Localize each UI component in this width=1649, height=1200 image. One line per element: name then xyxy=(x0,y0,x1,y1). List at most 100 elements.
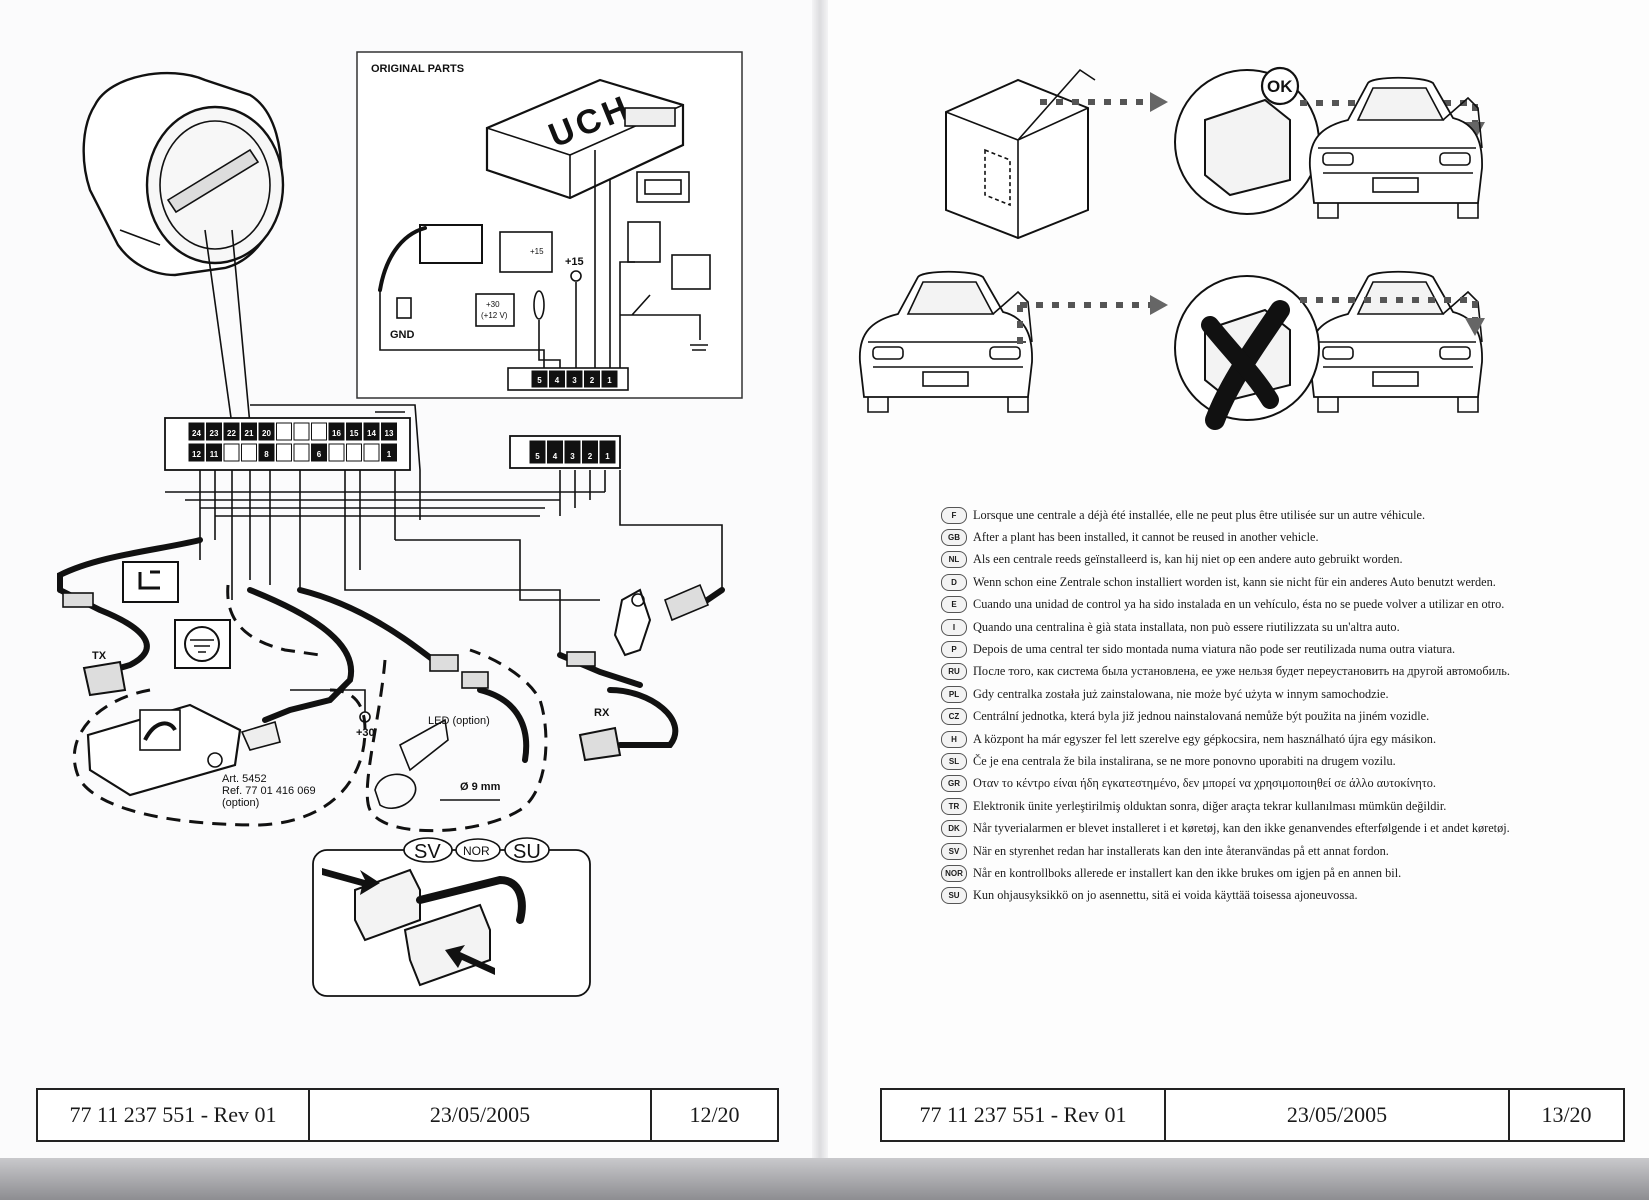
language-code-badge: P xyxy=(941,641,967,659)
plus30-box-line2: (+12 V) xyxy=(481,311,508,320)
book-gutter xyxy=(812,0,828,1158)
footer-doc-number: 77 11 237 551 - Rev 01 xyxy=(882,1090,1166,1140)
language-notice-text: Kun ohjausyksikkö on jo asennettu, sitä … xyxy=(973,888,1358,903)
uch-pin xyxy=(601,370,618,388)
tx-label: TX xyxy=(92,650,107,662)
top-pin-label: 24 xyxy=(192,429,201,438)
wiring-diagram: ORIGINAL PARTS UCH GND +15 +15 +30 (+12 … xyxy=(57,51,743,997)
uch-pin-label: 4 xyxy=(555,376,560,385)
language-code-badge: RU xyxy=(941,663,967,681)
bottom-pin xyxy=(328,443,345,462)
top-pin xyxy=(311,422,327,441)
top-pin xyxy=(206,422,222,441)
harness-lines xyxy=(165,404,723,655)
language-notice-text: Når tyverialarmen er blevet installeret … xyxy=(973,821,1510,836)
original-parts-panel: ORIGINAL PARTS UCH GND +15 +15 +30 (+12 … xyxy=(356,51,743,399)
nordic-instruction-panel: SV NOR SU xyxy=(312,837,591,997)
bottom-pin xyxy=(311,443,327,462)
siren-unit xyxy=(82,71,285,426)
art-line1: Art. 5452 xyxy=(222,773,267,785)
door-switch xyxy=(613,583,710,657)
language-code-badge: SV xyxy=(941,842,967,860)
language-code-badge: SU xyxy=(941,887,967,905)
language-code-badge: D xyxy=(941,573,967,591)
language-notice-row: GR Οταν το κέντρο είναι ήδη εγκατεστημένο… xyxy=(941,773,1601,795)
small-pin-label: 5 xyxy=(535,452,540,461)
top-pin-label: 21 xyxy=(245,429,254,438)
language-notice-text: Als een centrale reeds geïnstalleerd is,… xyxy=(973,552,1403,567)
uch-pin-label: 3 xyxy=(572,376,577,385)
top-pin-label: 13 xyxy=(385,429,394,438)
footer-doc-number: 77 11 237 551 - Rev 01 xyxy=(38,1090,310,1140)
footer-page: 12/20 xyxy=(689,1102,740,1127)
language-notice-text: Lorsque une centrale a déjà été installé… xyxy=(973,507,1426,522)
language-notice-text: Centrální jednotka, která byla již jedno… xyxy=(973,709,1430,724)
small-pin xyxy=(547,440,563,464)
top-pin-label: 14 xyxy=(367,429,376,438)
language-notice-row: P Depois de uma central ter sido montada … xyxy=(941,638,1601,660)
language-code-badge: SL xyxy=(941,752,967,770)
top-pin-label: 15 xyxy=(350,429,359,438)
language-code-badge: NL xyxy=(941,551,967,569)
language-notice-text: Οταν το κέντρο είναι ήδη εγκατεστημένο, … xyxy=(973,776,1436,791)
top-pin xyxy=(328,422,345,441)
top-pin xyxy=(241,422,257,441)
small-pin xyxy=(599,440,616,464)
bottom-pin-label: 1 xyxy=(387,450,392,459)
top-pin-label: 16 xyxy=(332,429,341,438)
bottom-pin xyxy=(293,443,310,462)
language-code-badge: F xyxy=(941,506,967,524)
uch-pin xyxy=(584,370,600,388)
plus30-box-line1: +30 xyxy=(486,300,500,309)
badge-nor: NOR xyxy=(463,844,490,858)
gnd-label: GND xyxy=(390,329,415,341)
language-code-badge: DK xyxy=(941,820,967,838)
language-code-badge: H xyxy=(941,730,967,748)
language-notice-row: NL Als een centrale reeds geïnstalleerd i… xyxy=(941,549,1601,571)
bottom-pin xyxy=(258,443,275,462)
bottom-pin-label: 11 xyxy=(210,450,219,459)
small-pin-label: 1 xyxy=(605,452,610,461)
plus15-small-label: +15 xyxy=(530,247,544,256)
bottom-pin-label: 8 xyxy=(264,450,269,459)
language-code-badge: E xyxy=(941,596,967,614)
bottom-pin xyxy=(188,443,205,462)
language-code-badge: GB xyxy=(941,529,967,547)
top-pin xyxy=(293,422,310,441)
badge-su: SU xyxy=(513,841,541,863)
language-notice-row: GB After a plant has been installed, it c… xyxy=(941,526,1601,548)
language-notice-text: Cuando una unidad de control ya ha sido … xyxy=(973,597,1505,612)
uch-pin xyxy=(566,370,583,388)
language-notice-text: Elektronik ünite yerleştirilmiş olduktan… xyxy=(973,798,1447,813)
top-pin xyxy=(223,422,240,441)
small-pin xyxy=(582,440,598,464)
uch-pin-label: 5 xyxy=(537,376,542,385)
language-notice-text: Gdy centralka została już zainstalowana,… xyxy=(973,686,1389,701)
language-code-badge: PL xyxy=(941,685,967,703)
language-notice-row: DK Når tyverialarmen er blevet installere… xyxy=(941,817,1601,839)
top-pin xyxy=(258,422,275,441)
small-pin-label: 4 xyxy=(553,452,558,461)
uch-pin xyxy=(531,370,548,388)
footer-date: 23/05/2005 xyxy=(1166,1090,1510,1140)
language-code-badge: NOR xyxy=(941,864,967,882)
diameter-label: Ø 9 mm xyxy=(460,781,501,793)
cables xyxy=(57,537,725,763)
language-notice-row: SV När en styrenhet redan har installerat… xyxy=(941,840,1601,862)
language-code-badge: GR xyxy=(941,775,967,793)
led-label: LED (option) xyxy=(428,715,490,727)
small-pin-label: 2 xyxy=(588,452,593,461)
language-notice-text: Če je ena centrala že bila instalirana, … xyxy=(973,753,1396,768)
bottom-pin xyxy=(346,443,362,462)
language-notice-text: After a plant has been installed, it can… xyxy=(973,530,1319,545)
small-pin xyxy=(529,440,546,464)
bottom-pin-label: 12 xyxy=(192,450,201,459)
language-notice-text: Depois de uma central ter sido montada n… xyxy=(973,642,1456,657)
language-notice-text: När en styrenhet redan har installerats … xyxy=(973,843,1389,858)
top-pin-label: 20 xyxy=(262,429,271,438)
top-pin-label: 23 xyxy=(210,429,219,438)
